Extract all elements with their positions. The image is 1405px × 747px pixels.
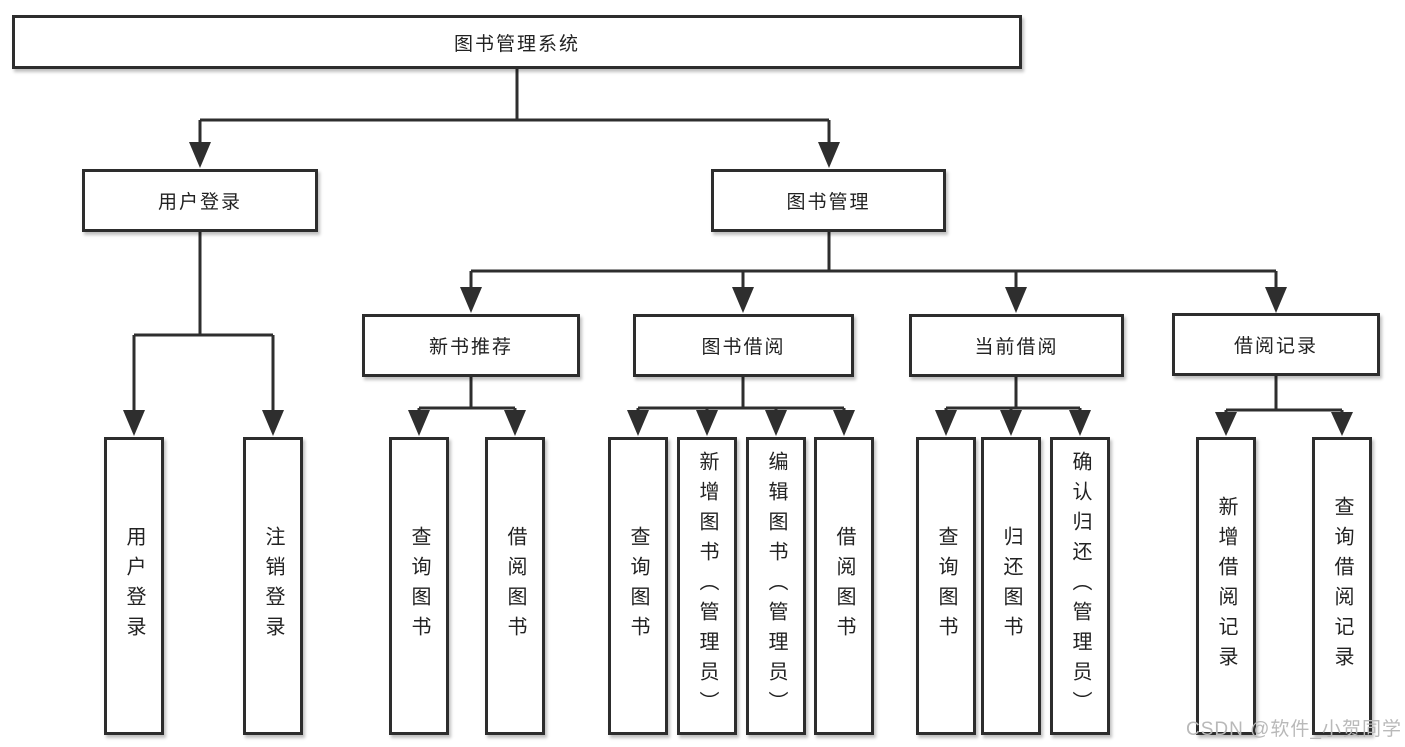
leaf-query-borrow-record: 查询借阅记录: [1312, 437, 1372, 735]
leaf-add-borrow-record: 新增借阅记录: [1196, 437, 1256, 735]
node-current-borrowing: 当前借阅: [909, 314, 1124, 377]
node-library-management-system: 图书管理系统: [12, 15, 1022, 69]
leaf-borrow-books-recommend: 借阅图书: [485, 437, 545, 735]
connector-records: [1215, 376, 1353, 436]
leaf-edit-books-admin: 编辑图书（管理员）: [746, 437, 806, 735]
leaf-label: 归还图书: [1000, 526, 1022, 646]
node-user-login: 用户登录: [82, 169, 318, 232]
node-label: 当前借阅: [974, 337, 1059, 358]
csdn-watermark: CSDN @软件_小贺同学: [1186, 719, 1402, 740]
node-label: 用户登录: [157, 192, 242, 213]
node-label: 图书管理系统: [453, 33, 580, 55]
node-book-borrowing: 图书借阅: [633, 314, 854, 377]
leaf-label: 查询图书: [627, 526, 649, 646]
connector-new-books: [408, 377, 526, 436]
node-label: 图书借阅: [701, 337, 786, 358]
leaf-label: 注销登录: [262, 526, 284, 646]
leaf-return-books: 归还图书: [981, 437, 1041, 735]
node-book-management: 图书管理: [711, 169, 946, 232]
node-new-book-recommend: 新书推荐: [362, 314, 580, 377]
connector-root: [189, 69, 840, 168]
leaf-label: 用户登录: [123, 526, 145, 646]
node-label: 图书管理: [786, 192, 871, 213]
leaf-label: 确认归还（管理员）: [1069, 451, 1091, 721]
leaf-query-books-borrowing: 查询图书: [608, 437, 668, 735]
leaf-label: 新增图书（管理员）: [696, 451, 718, 721]
leaf-label: 新增借阅记录: [1215, 496, 1237, 676]
leaf-label: 借阅图书: [504, 526, 526, 646]
node-label: 新书推荐: [428, 337, 513, 358]
connector-book-mgmt: [460, 232, 1287, 313]
connector-user-login: [123, 232, 284, 436]
leaf-confirm-return-admin: 确认归还（管理员）: [1050, 437, 1110, 735]
leaf-query-books-recommend: 查询图书: [389, 437, 449, 735]
node-borrow-records: 借阅记录: [1172, 313, 1380, 376]
leaf-label: 编辑图书（管理员）: [765, 451, 787, 721]
leaf-label: 查询借阅记录: [1331, 496, 1353, 676]
leaf-query-books-current: 查询图书: [916, 437, 976, 735]
leaf-add-books-admin: 新增图书（管理员）: [677, 437, 737, 735]
leaf-borrow-books: 借阅图书: [814, 437, 874, 735]
leaf-logout: 注销登录: [243, 437, 303, 735]
node-label: 借阅记录: [1233, 336, 1318, 357]
leaf-label: 查询图书: [935, 526, 957, 646]
leaf-label: 借阅图书: [833, 526, 855, 646]
leaf-label: 查询图书: [408, 526, 430, 646]
leaf-user-login: 用户登录: [104, 437, 164, 735]
connector-borrowing: [627, 377, 855, 436]
connector-current: [935, 377, 1091, 436]
